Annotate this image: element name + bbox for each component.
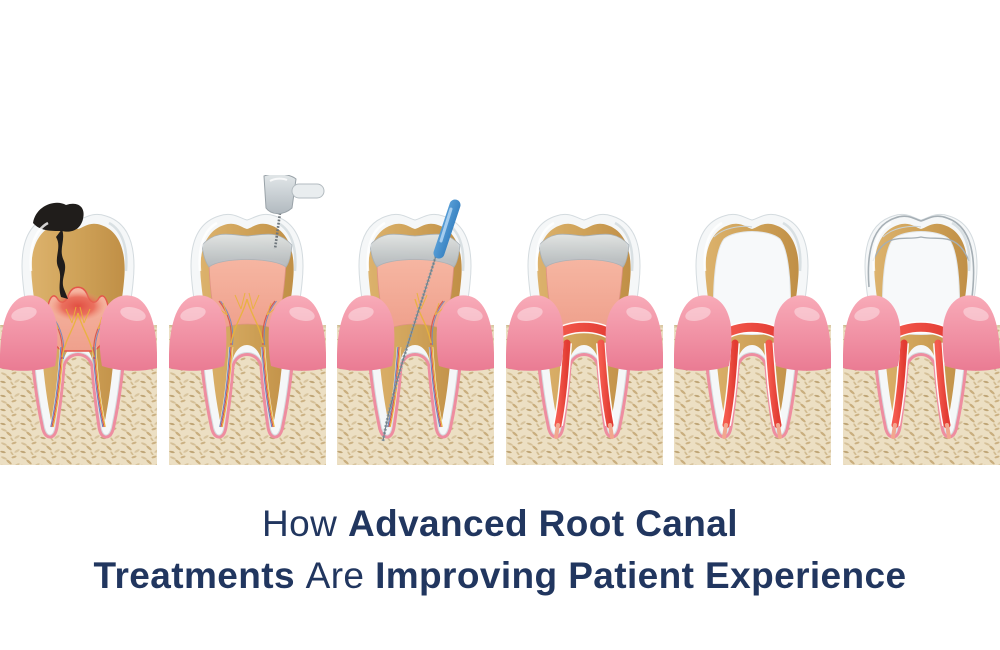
stage-2-access-opening — [169, 175, 326, 470]
stage-3-canal-cleaning — [337, 175, 494, 470]
title-segment: How — [262, 503, 348, 544]
gum-tissue — [843, 295, 1000, 371]
stage-4-canals-filled — [506, 175, 663, 470]
gum-tissue — [169, 295, 326, 371]
title-segment: Advanced Root Canal — [347, 503, 738, 544]
title-line-1: How Advanced Root Canal — [0, 498, 1000, 550]
gum-tissue — [337, 295, 494, 371]
endodontic-file-icon — [381, 199, 461, 442]
stage-1-decayed-tooth — [0, 175, 157, 470]
title-segment: Improving Patient Experience — [375, 555, 907, 596]
gum-tissue — [674, 295, 831, 371]
title-line-2: Treatments Are Improving Patient Experie… — [0, 550, 1000, 602]
stage-6-crown-placed — [843, 175, 1000, 470]
gum-tissue — [0, 295, 157, 371]
stage-5-core-buildup — [674, 175, 831, 470]
dental-drill-icon — [263, 175, 325, 250]
title-segment: Treatments — [93, 555, 306, 596]
gum-tissue — [506, 295, 663, 371]
title-segment: Are — [305, 555, 376, 596]
page-title: How Advanced Root Canal Treatments Are I… — [0, 498, 1000, 602]
